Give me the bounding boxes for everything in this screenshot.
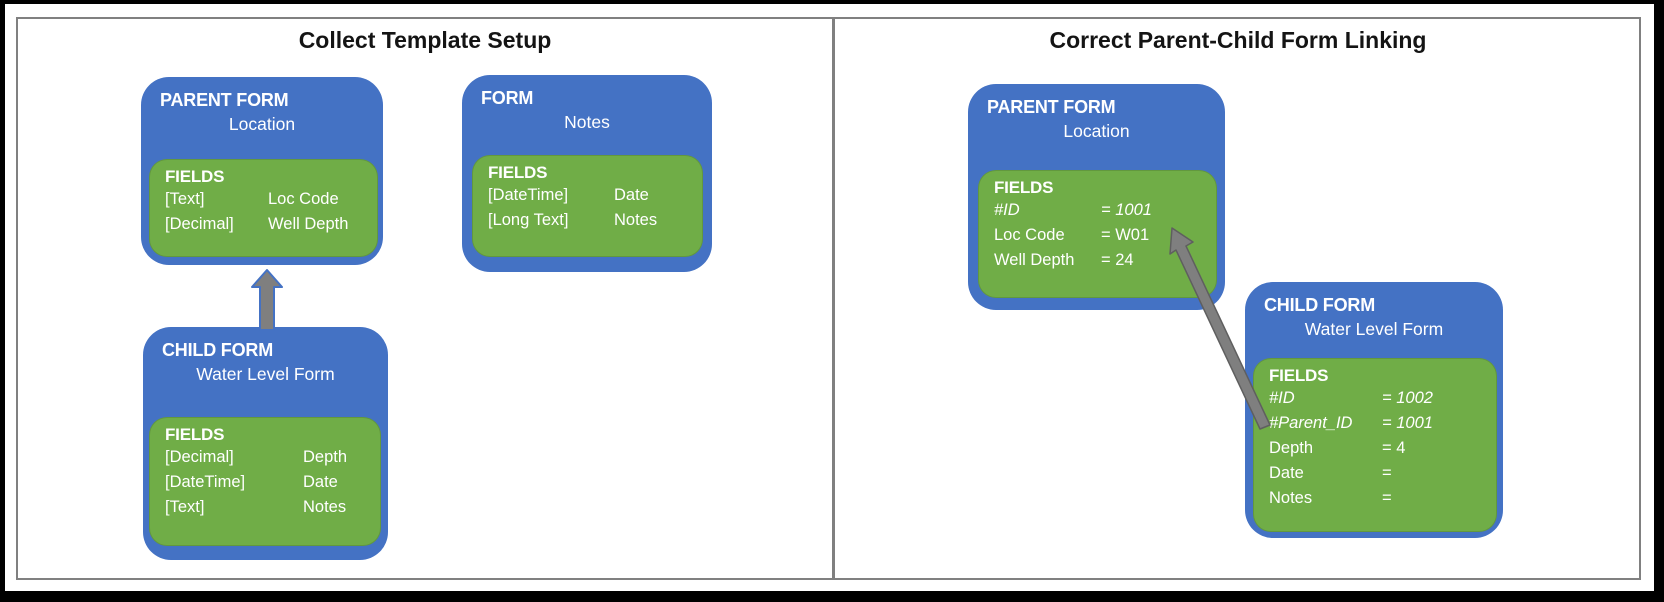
- field-row: [Decimal] Well Depth: [165, 212, 377, 237]
- field-row: [DateTime] Date: [165, 470, 380, 495]
- field-value: = 24: [1101, 251, 1134, 269]
- field-name: Date: [303, 473, 338, 491]
- field-type: [Text]: [165, 498, 205, 516]
- field-type: [Decimal]: [165, 448, 234, 466]
- fields-label: FIELDS: [165, 425, 225, 444]
- left-panel-title: Collect Template Setup: [298, 27, 552, 53]
- card-kind-label: CHILD FORM: [1264, 295, 1375, 315]
- fields-box: FIELDS #ID = 1002 #Parent_ID = 1001 Dept…: [1253, 358, 1497, 532]
- field-value: = 1001: [1101, 201, 1152, 219]
- field-value: =: [1382, 489, 1392, 507]
- fields-box: FIELDS [DateTime] Date [Long Text] Notes: [472, 155, 703, 257]
- field-row-id: #ID = 1001: [994, 198, 1216, 223]
- field-row: [Decimal] Depth: [165, 445, 380, 470]
- field-row-id: #ID = 1002: [1269, 386, 1496, 411]
- panel-divider: [832, 17, 835, 580]
- field-name: Depth: [303, 448, 348, 466]
- field-name: Notes: [303, 498, 347, 516]
- field-name: Notes: [1269, 489, 1313, 507]
- field-value: = 4: [1382, 439, 1406, 457]
- field-name: Date: [614, 186, 649, 204]
- field-type: [Decimal]: [165, 215, 234, 233]
- field-row: Loc Code = W01: [994, 223, 1216, 248]
- field-type: [Long Text]: [488, 211, 569, 229]
- notes-form-card: FORM Notes FIELDS [DateTime] Date [Long …: [462, 75, 712, 272]
- field-row: Well Depth = 24: [994, 248, 1216, 273]
- field-name: #Parent_ID: [1269, 414, 1353, 432]
- card-kind-label: PARENT FORM: [160, 90, 289, 110]
- child-form-card-linking: CHILD FORM Water Level Form FIELDS #ID =…: [1245, 282, 1503, 538]
- fields-label: FIELDS: [1269, 366, 1329, 385]
- child-form-card-setup: CHILD FORM Water Level Form FIELDS [Deci…: [143, 327, 388, 560]
- field-row: [Text] Loc Code: [165, 187, 377, 212]
- field-value: = W01: [1101, 226, 1150, 244]
- fields-label: FIELDS: [165, 167, 225, 186]
- field-row: [Text] Notes: [165, 495, 380, 520]
- field-name: #ID: [994, 201, 1020, 219]
- field-value: = 1002: [1382, 389, 1433, 407]
- fields-box: FIELDS [Text] Loc Code [Decimal] Well De…: [149, 159, 378, 257]
- field-name: #ID: [1269, 389, 1295, 407]
- field-row: [Long Text] Notes: [488, 208, 702, 233]
- field-name: Well Depth: [268, 215, 349, 233]
- fields-label: FIELDS: [488, 163, 548, 182]
- field-row: [DateTime] Date: [488, 183, 702, 208]
- field-name: Loc Code: [268, 190, 339, 208]
- fields-box: FIELDS [Decimal] Depth [DateTime] Date […: [149, 417, 381, 546]
- fields-box: FIELDS #ID = 1001 Loc Code = W01 Well De…: [978, 170, 1217, 298]
- field-row: Date =: [1269, 461, 1496, 486]
- field-type: [Text]: [165, 190, 205, 208]
- field-value: = 1001: [1382, 414, 1433, 432]
- field-row: Depth = 4: [1269, 436, 1496, 461]
- card-name: Notes: [564, 112, 610, 132]
- card-name: Water Level Form: [196, 364, 335, 384]
- card-kind-label: PARENT FORM: [987, 97, 1116, 117]
- field-value: =: [1382, 464, 1392, 482]
- right-panel-title: Correct Parent-Child Form Linking: [1049, 27, 1427, 53]
- field-name: Loc Code: [994, 226, 1065, 244]
- card-name: Location: [1063, 121, 1130, 141]
- parent-form-card-setup: PARENT FORM Location FIELDS [Text] Loc C…: [141, 77, 383, 265]
- card-kind-label: FORM: [481, 88, 534, 108]
- field-row-parent-id: #Parent_ID = 1001: [1269, 411, 1496, 436]
- card-name: Water Level Form: [1304, 319, 1444, 339]
- field-name: Date: [1269, 464, 1304, 482]
- field-type: [DateTime]: [165, 473, 246, 491]
- field-name: Notes: [614, 211, 658, 229]
- parent-form-card-linking: PARENT FORM Location FIELDS #ID = 1001 L…: [968, 84, 1225, 310]
- fields-label: FIELDS: [994, 178, 1054, 197]
- field-type: [DateTime]: [488, 186, 569, 204]
- card-kind-label: CHILD FORM: [162, 340, 273, 360]
- field-row: Notes =: [1269, 486, 1496, 511]
- card-name: Location: [228, 114, 296, 134]
- field-name: Well Depth: [994, 251, 1075, 269]
- field-name: Depth: [1269, 439, 1314, 457]
